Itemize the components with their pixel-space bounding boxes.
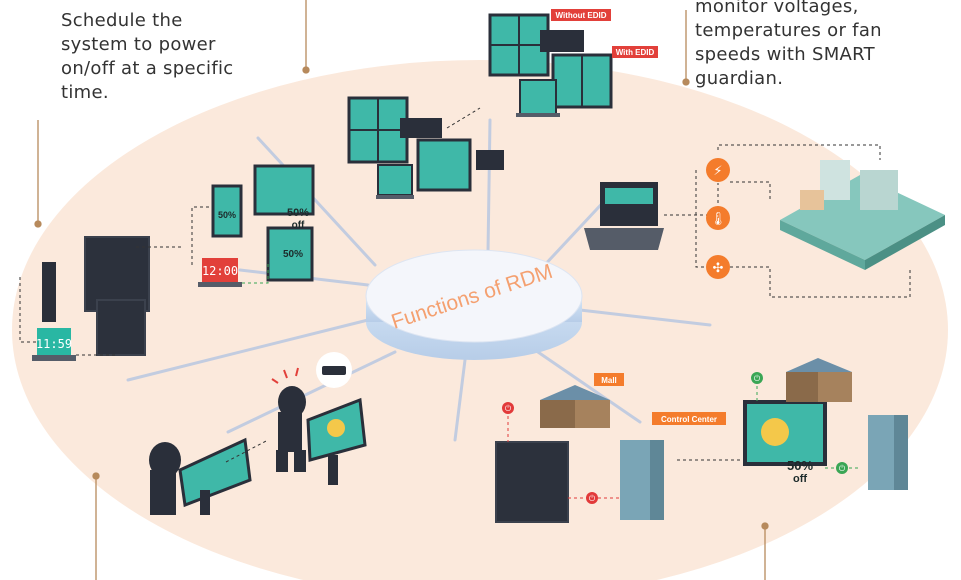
caption-monitor: monitor voltages, temperatures or fan sp… [695,0,882,89]
kiosk-security [149,352,367,515]
thermometer-icon: 🌡 [710,211,727,226]
tag-control-center-label: Control Center [661,415,717,424]
tag-with-edid-label: With EDID [616,48,655,57]
usb-stick-icon [322,366,346,375]
promo-displays: 50% 50% off 50% 12:00 [191,164,315,287]
smart-guardian: ⚡ 🌡 ✣ [584,144,945,298]
power-icon: ⏻ [754,374,761,383]
tag-control-center [652,412,726,425]
lightning-icon: ⚡ [713,163,722,178]
caption-schedule: Schedule the system to power on/off at a… [61,10,234,103]
rdm-hub: Functions of RDM [365,249,583,360]
power-icon: ⏻ [505,404,512,413]
fan-icon: ✣ [713,260,724,275]
clock-readout-a: 11:59 [36,337,72,351]
tag-mall-label: Mall [601,376,617,385]
callout-lines [34,0,769,580]
tag-with-edid [612,46,658,58]
promo-percent-d: 50% [787,458,813,473]
power-icon: ⏻ [589,494,596,503]
clock-readout-b: 12:00 [202,264,238,278]
power-icon: ⏻ [839,464,846,473]
promo-percent-a: 50% [218,210,236,220]
promo-percent-c: 50% [283,249,303,260]
tag-without-edid-label: Without EDID [555,11,606,20]
scheduled-monitors: 11:59 [19,236,182,361]
power-control: ⏻ ⏻ Mall Control Center 50% off ⏻ ⏻ [495,358,908,523]
tag-mall [594,373,624,386]
video-walls: Without EDID With EDID [347,9,658,199]
promo-off-d: off [793,473,807,485]
tag-without-edid [551,9,611,21]
promo-off-b: off [292,220,305,231]
promo-percent-b: 50% [287,207,309,219]
